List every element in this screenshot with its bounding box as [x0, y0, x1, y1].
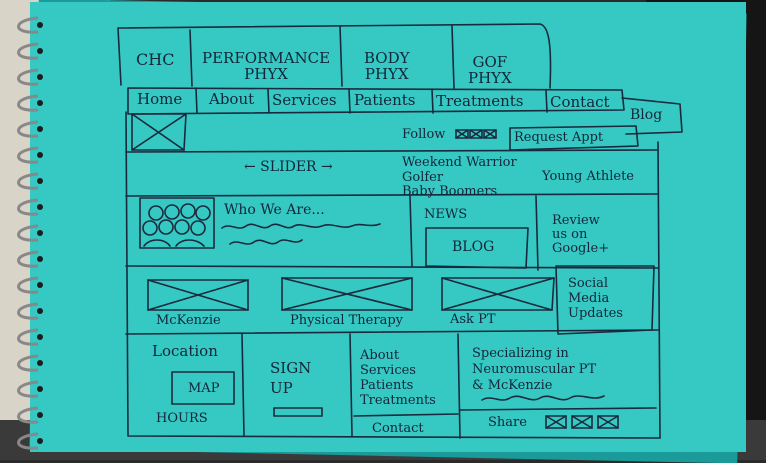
feature-physical-therapy[interactable]: Physical Therapy: [290, 313, 403, 328]
brand-body-phyx: BODY PHYX: [364, 49, 410, 83]
brand-chc: CHC: [136, 50, 175, 69]
nav-contact[interactable]: Contact: [550, 93, 610, 111]
hours-label: HOURS: [156, 411, 208, 426]
nav-services[interactable]: Services: [272, 91, 337, 109]
signup-label[interactable]: SIGN UP: [270, 359, 312, 397]
slider-item-weekend-warrior: Weekend Warrior: [402, 155, 517, 170]
follow-label: Follow: [402, 127, 446, 142]
nav-blog[interactable]: Blog: [630, 107, 663, 123]
brand-performance-phyx: PERFORMANCE PHYX: [202, 49, 331, 83]
social-media-updates: Social Media Updates: [568, 276, 623, 321]
nav-about[interactable]: About: [209, 90, 255, 108]
news-heading: NEWS: [424, 207, 468, 222]
location-heading: Location: [152, 342, 218, 360]
map-placeholder[interactable]: MAP: [188, 381, 220, 396]
nav-patients[interactable]: Patients: [354, 91, 416, 109]
specializing-text: Specializing in Neuromuscular PT & McKen…: [472, 346, 597, 393]
share-label: Share: [488, 415, 527, 430]
request-appt-button[interactable]: Request Appt: [514, 130, 604, 145]
slider-label[interactable]: ← SLIDER →: [244, 159, 333, 175]
blog-box-label[interactable]: BLOG: [452, 239, 495, 255]
feature-mckenzie[interactable]: McKenzie: [156, 313, 221, 328]
footer-contact[interactable]: Contact: [372, 421, 424, 436]
nav-treatments[interactable]: Treatments: [436, 92, 524, 110]
feature-ask-pt[interactable]: Ask PT: [450, 312, 496, 327]
who-we-are-heading: Who We Are...: [224, 202, 325, 218]
sketch-paper: [30, 2, 746, 452]
footer-links[interactable]: About Services Patients Treatments: [360, 348, 436, 408]
slider-item-baby-boomers: Baby Boomers: [402, 184, 498, 199]
review-google-label[interactable]: Review us on Google+: [552, 213, 610, 256]
slider-item-young-athlete: Young Athlete: [542, 169, 635, 184]
nav-home[interactable]: Home: [137, 90, 183, 108]
slider-item-golfer: Golfer: [402, 170, 444, 185]
spiral-binding: [17, 16, 43, 450]
brand-gof-phyx: GOF PHYX: [468, 53, 512, 87]
